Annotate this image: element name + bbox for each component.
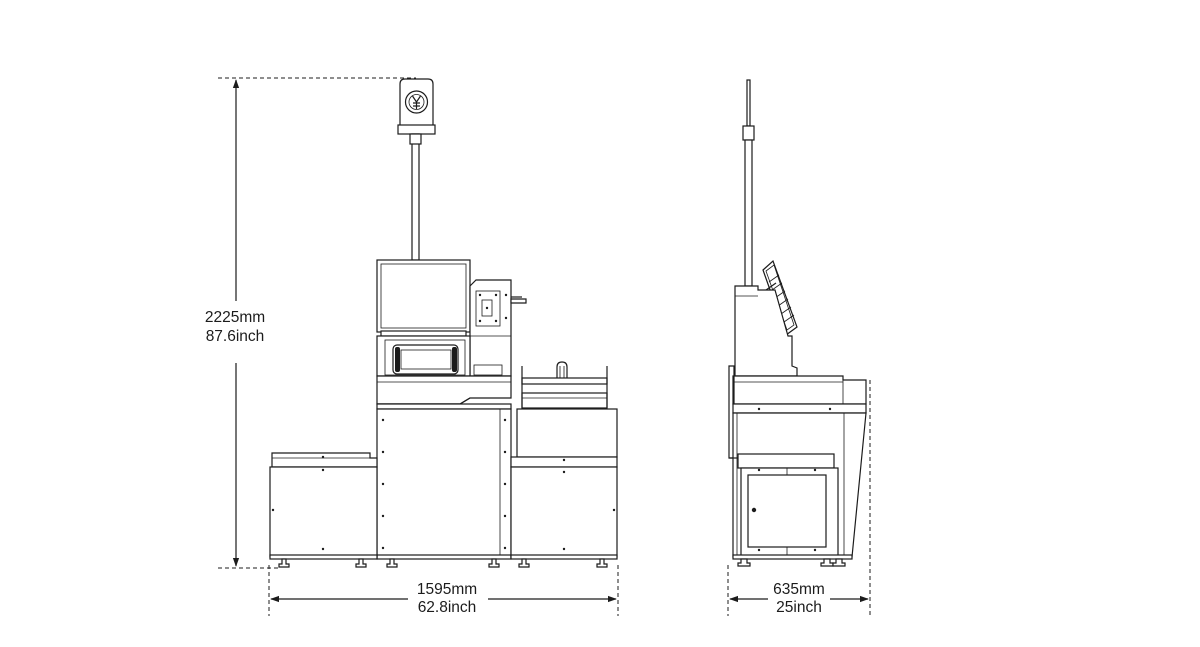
side-lower-cabinet	[729, 403, 867, 560]
payment-terminal-panel	[469, 279, 527, 377]
depth-inch-label: 25inch	[776, 599, 822, 616]
width-inch-label: 62.8inch	[418, 599, 477, 616]
bag-rack	[521, 361, 608, 409]
front-width-dimension: 1595mm 62.8inch	[268, 565, 619, 616]
touch-screen-monitor	[376, 259, 471, 337]
right-bagging-scale	[510, 408, 618, 560]
front-feet	[278, 558, 608, 568]
height-dimension: 2225mm 87.6inch	[205, 77, 416, 569]
counter-shelf	[376, 375, 512, 410]
height-inch-label: 87.6inch	[206, 328, 265, 345]
side-lamp-pole	[742, 79, 755, 287]
lamp-pole	[411, 133, 420, 261]
indicator-lamp	[397, 78, 436, 135]
barcode-scanner-area	[376, 335, 471, 377]
width-mm-label: 1595mm	[417, 581, 477, 598]
depth-mm-label: 635mm	[773, 581, 825, 598]
height-mm-label: 2225mm	[205, 309, 265, 326]
main-cabinet	[376, 408, 512, 560]
left-bagging-table	[269, 452, 378, 560]
kiosk-front-view	[269, 78, 618, 568]
side-upper-body	[728, 285, 867, 459]
side-feet	[737, 558, 846, 567]
side-depth-dimension: 635mm 25inch	[727, 380, 871, 616]
yen-symbol-icon	[404, 90, 429, 114]
kiosk-side-view	[728, 79, 867, 567]
